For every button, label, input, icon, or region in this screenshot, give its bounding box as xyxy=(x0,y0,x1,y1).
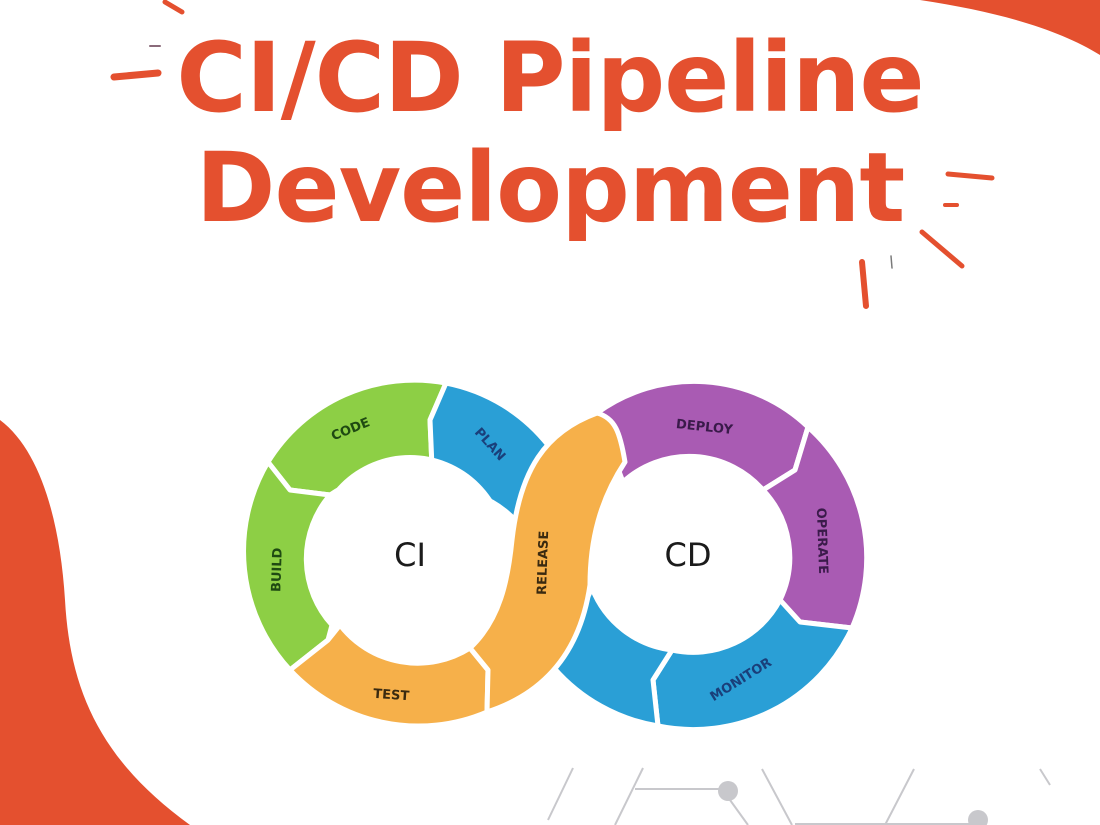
title-line-1: CI/CD Pipeline xyxy=(176,22,924,134)
cd-center-label: CD xyxy=(665,536,712,574)
circuit-decor xyxy=(547,767,1051,825)
label-release: RELEASE xyxy=(535,530,552,595)
segment-release xyxy=(467,410,628,715)
spark-strokes xyxy=(110,0,995,309)
label-deploy: DEPLOY xyxy=(675,417,734,438)
title-line-2: Development xyxy=(195,132,905,244)
label-test: TEST xyxy=(373,687,410,704)
ci-center-circle xyxy=(312,455,508,651)
circuit-nodes xyxy=(718,781,988,825)
label-build: BUILD xyxy=(269,547,286,592)
left-wave xyxy=(0,420,190,825)
top-right-wave xyxy=(920,0,1100,55)
cd-center-circle xyxy=(592,457,784,649)
ci-center-label: CI xyxy=(394,536,426,574)
label-operate: OPERATE xyxy=(813,507,830,574)
